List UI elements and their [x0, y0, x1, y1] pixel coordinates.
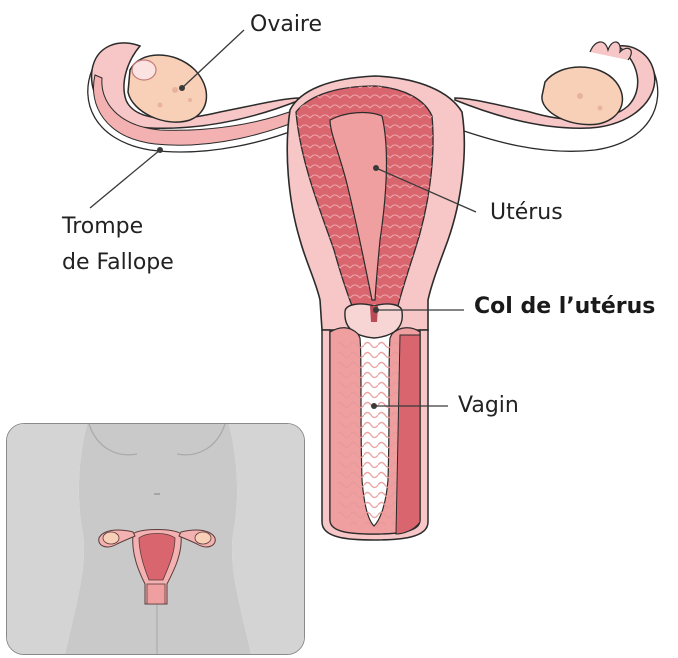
label-col-uterus: Col de l’utérus	[474, 294, 655, 320]
body-location-inset	[6, 423, 305, 655]
label-trompe-line1: Trompe	[62, 214, 143, 240]
body-silhouette-icon	[7, 424, 304, 654]
trompe-leader	[90, 150, 160, 208]
label-ovaire: Ovaire	[250, 12, 322, 38]
label-vagin: Vagin	[458, 393, 519, 419]
label-trompe-line2: de Fallope	[62, 250, 174, 276]
label-uterus: Utérus	[490, 200, 563, 226]
ovaire-leader	[182, 30, 244, 88]
